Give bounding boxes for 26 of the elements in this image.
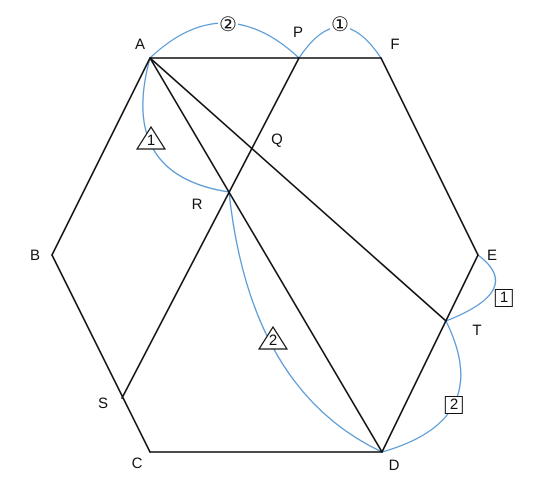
point-label: F [390, 37, 400, 53]
point-label: Q [271, 132, 283, 148]
line-segment [380, 57, 479, 256]
circled-ratio-number: ① [330, 16, 350, 34]
line-segment [149, 57, 382, 59]
circled-ratio-number: ② [218, 16, 238, 34]
point-label: B [30, 248, 40, 264]
point-label: D [388, 458, 400, 474]
point-label: P [293, 25, 303, 41]
line-segment [149, 451, 383, 453]
line-segment [149, 57, 383, 453]
boxed-ratio-number: 2 [444, 396, 464, 414]
point-label: E [487, 248, 497, 264]
boxed-ratio-number: 1 [494, 289, 514, 307]
point-label: S [98, 396, 108, 412]
line-segment [381, 254, 479, 453]
line-segment [51, 57, 151, 256]
line-segment [121, 57, 300, 399]
point-label: A [135, 37, 145, 53]
point-label: R [192, 197, 202, 213]
point-label: C [132, 456, 142, 472]
triangle-ratio-number: 1 [136, 126, 166, 150]
triangle-ratio-number: 2 [258, 326, 288, 350]
line-segment [51, 254, 151, 453]
point-label: T [472, 323, 482, 339]
line-segment [149, 57, 447, 322]
